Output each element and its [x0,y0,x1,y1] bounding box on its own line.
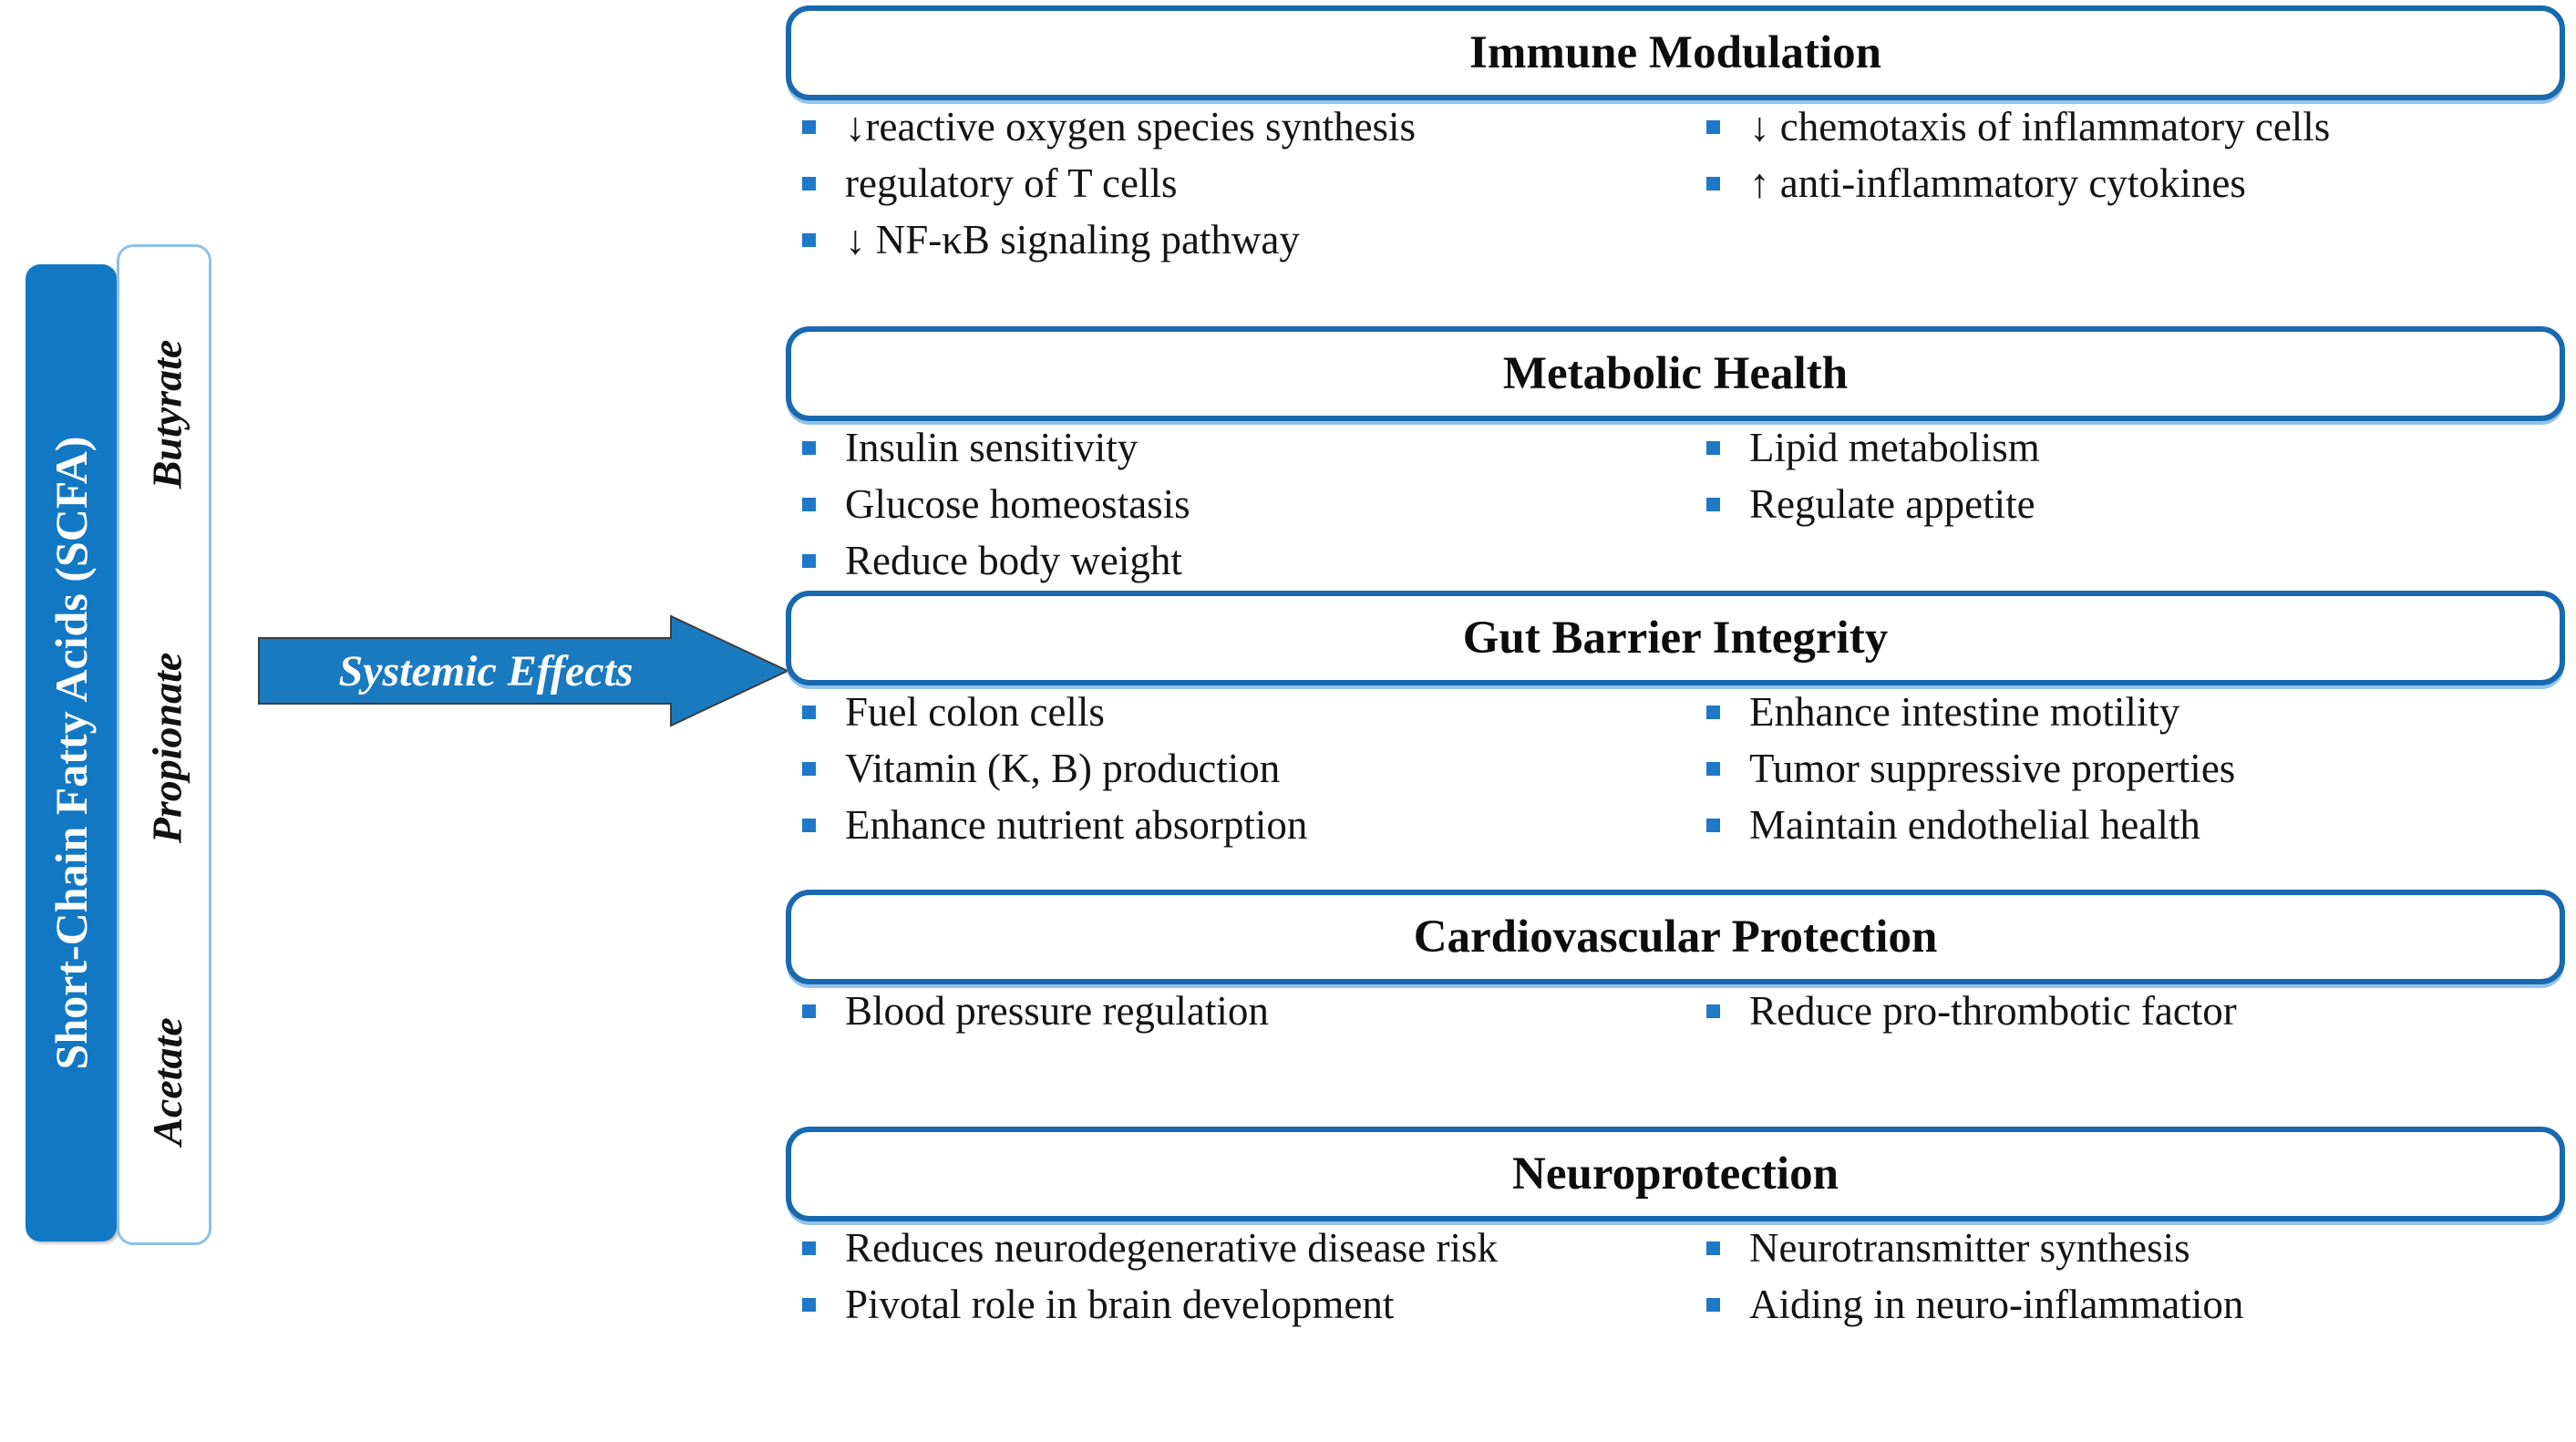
square-bullet-icon [1706,1241,1720,1255]
arrow-icon [258,614,790,727]
bullet-label: Maintain endothelial health [1749,802,2200,848]
list-item: Lipid metabolism [1706,421,2565,475]
bullet-label: Aiding in neuro-inflammation [1749,1282,2244,1327]
bullet-label: Regulate appetite [1749,481,2035,527]
bullet-column-right: Reduce pro-thrombotic factor [1706,984,2565,1041]
square-bullet-icon [802,120,816,134]
section-title-immune-modulation: Immune Modulation [1469,27,1881,78]
acid-item-butyrate: Butyrate [119,247,214,581]
bullet-label: Enhance intestine motility [1749,689,2180,735]
scfa-main-label: Short-Chain Fatty Acids (SCFA) [46,436,97,1070]
section-header-metabolic-health: Metabolic Health [786,326,2565,421]
list-item: Enhance nutrient absorption [802,798,1714,852]
bullet-label: Glucose homeostasis [845,481,1190,527]
list-item: ↓reactive oxygen species synthesis [802,100,1714,154]
scfa-main-bar: Short-Chain Fatty Acids (SCFA) [26,264,117,1241]
scfa-sidebar: Short-Chain Fatty Acids (SCFA) Butyrate … [22,244,215,1247]
square-bullet-icon [1706,498,1720,511]
square-bullet-icon [802,177,816,191]
bullet-column-left: Fuel colon cells Vitamin (K, B) producti… [802,685,1714,855]
list-item: Pivotal role in brain development [802,1278,1714,1332]
list-item: Blood pressure regulation [802,984,1714,1038]
section-title-gut-barrier-integrity: Gut Barrier Integrity [1462,613,1889,664]
list-item: Glucose homeostasis [802,478,1714,531]
list-item: regulatory of T cells [802,157,1714,211]
square-bullet-icon [1706,1004,1720,1018]
list-item: Vitamin (K, B) production [802,742,1714,796]
section-header-neuroprotection: Neuroprotection [786,1127,2565,1221]
bullet-column-left: Reduces neurodegenerative disease risk P… [802,1221,1714,1334]
list-item: Enhance intestine motility [1706,685,2565,739]
section-header-gut-barrier-integrity: Gut Barrier Integrity [786,591,2565,685]
acid-label-acetate: Acetate [143,1016,191,1146]
section-header-immune-modulation: Immune Modulation [786,5,2565,100]
square-bullet-icon [802,706,816,719]
section-header-cardiovascular-protection: Cardiovascular Protection [786,890,2565,984]
square-bullet-icon [802,498,816,511]
square-bullet-icon [802,1241,816,1255]
bullet-label: Pivotal role in brain development [845,1282,1395,1327]
square-bullet-icon [1706,819,1720,832]
square-bullet-icon [802,1004,816,1018]
square-bullet-icon [802,762,816,776]
list-item: Insulin sensitivity [802,421,1714,475]
list-item: Tumor suppressive properties [1706,742,2565,796]
bullet-column-right: Enhance intestine motility Tumor suppres… [1706,685,2565,855]
list-item: Reduce body weight [802,534,1714,588]
acid-label-butyrate: Butyrate [143,339,191,489]
bullet-label: Neurotransmitter synthesis [1749,1225,2190,1271]
bullet-label: Vitamin (K, B) production [845,746,1281,791]
list-item: ↑ anti-inflammatory cytokines [1706,157,2565,211]
bullet-label: ↑ anti-inflammatory cytokines [1749,160,2246,206]
list-item: ↓ NF-κB signaling pathway [802,213,1714,267]
bullet-column-left: ↓reactive oxygen species synthesis regul… [802,100,1714,270]
bullet-column-left: Insulin sensitivity Glucose homeostasis … [802,421,1714,591]
acid-item-acetate: Acetate [119,914,214,1248]
list-item: Reduce pro-thrombotic factor [1706,984,2565,1038]
bullet-label: ↓reactive oxygen species synthesis [845,104,1417,149]
bullet-label: Insulin sensitivity [845,425,1139,470]
bullet-label: Enhance nutrient absorption [845,802,1308,848]
section-title-cardiovascular-protection: Cardiovascular Protection [1413,912,1938,963]
square-bullet-icon [1706,441,1720,455]
square-bullet-icon [802,233,816,247]
square-bullet-icon [802,1298,816,1312]
bullet-label: regulatory of T cells [845,160,1178,206]
square-bullet-icon [1706,706,1720,719]
bullet-label: ↓ NF-κB signaling pathway [845,217,1300,263]
list-item: Fuel colon cells [802,685,1714,739]
section-title-metabolic-health: Metabolic Health [1502,348,1849,399]
square-bullet-icon [1706,177,1720,191]
list-item: Maintain endothelial health [1706,798,2565,852]
list-item: Reduces neurodegenerative disease risk [802,1221,1714,1275]
square-bullet-icon [1706,762,1720,776]
list-item: Regulate appetite [1706,478,2565,531]
list-item: Aiding in neuro-inflammation [1706,1278,2565,1332]
systemic-effects-arrow: Systemic Effects [253,613,793,729]
bullet-label: Tumor suppressive properties [1749,746,2236,791]
square-bullet-icon [1706,1298,1720,1312]
effects-sections: Immune Modulation ↓reactive oxygen speci… [786,0,2565,1442]
bullet-label: Blood pressure regulation [845,988,1269,1034]
bullet-column-left: Blood pressure regulation [802,984,1714,1041]
square-bullet-icon [802,554,816,568]
acid-label-propionate: Propionate [143,652,191,843]
bullet-column-right: Lipid metabolism Regulate appetite [1706,421,2565,534]
list-item: ↓ chemotaxis of inflammatory cells [1706,100,2565,154]
bullet-column-right: Neurotransmitter synthesis Aiding in neu… [1706,1221,2565,1334]
bullet-label: ↓ chemotaxis of inflammatory cells [1749,104,2331,149]
bullet-label: Lipid metabolism [1749,425,2040,470]
list-item: Neurotransmitter synthesis [1706,1221,2565,1275]
acid-item-propionate: Propionate [119,581,214,914]
square-bullet-icon [802,441,816,455]
square-bullet-icon [1706,120,1720,134]
bullet-label: Reduce body weight [845,538,1182,583]
bullet-column-right: ↓ chemotaxis of inflammatory cells ↑ ant… [1706,100,2565,213]
square-bullet-icon [802,819,816,832]
scfa-acid-list: Butyrate Propionate Acetate [117,244,211,1245]
bullet-label: Reduce pro-thrombotic factor [1749,988,2237,1034]
bullet-label: Reduces neurodegenerative disease risk [845,1225,1498,1271]
section-title-neuroprotection: Neuroprotection [1512,1148,1839,1200]
bullet-label: Fuel colon cells [845,689,1105,735]
